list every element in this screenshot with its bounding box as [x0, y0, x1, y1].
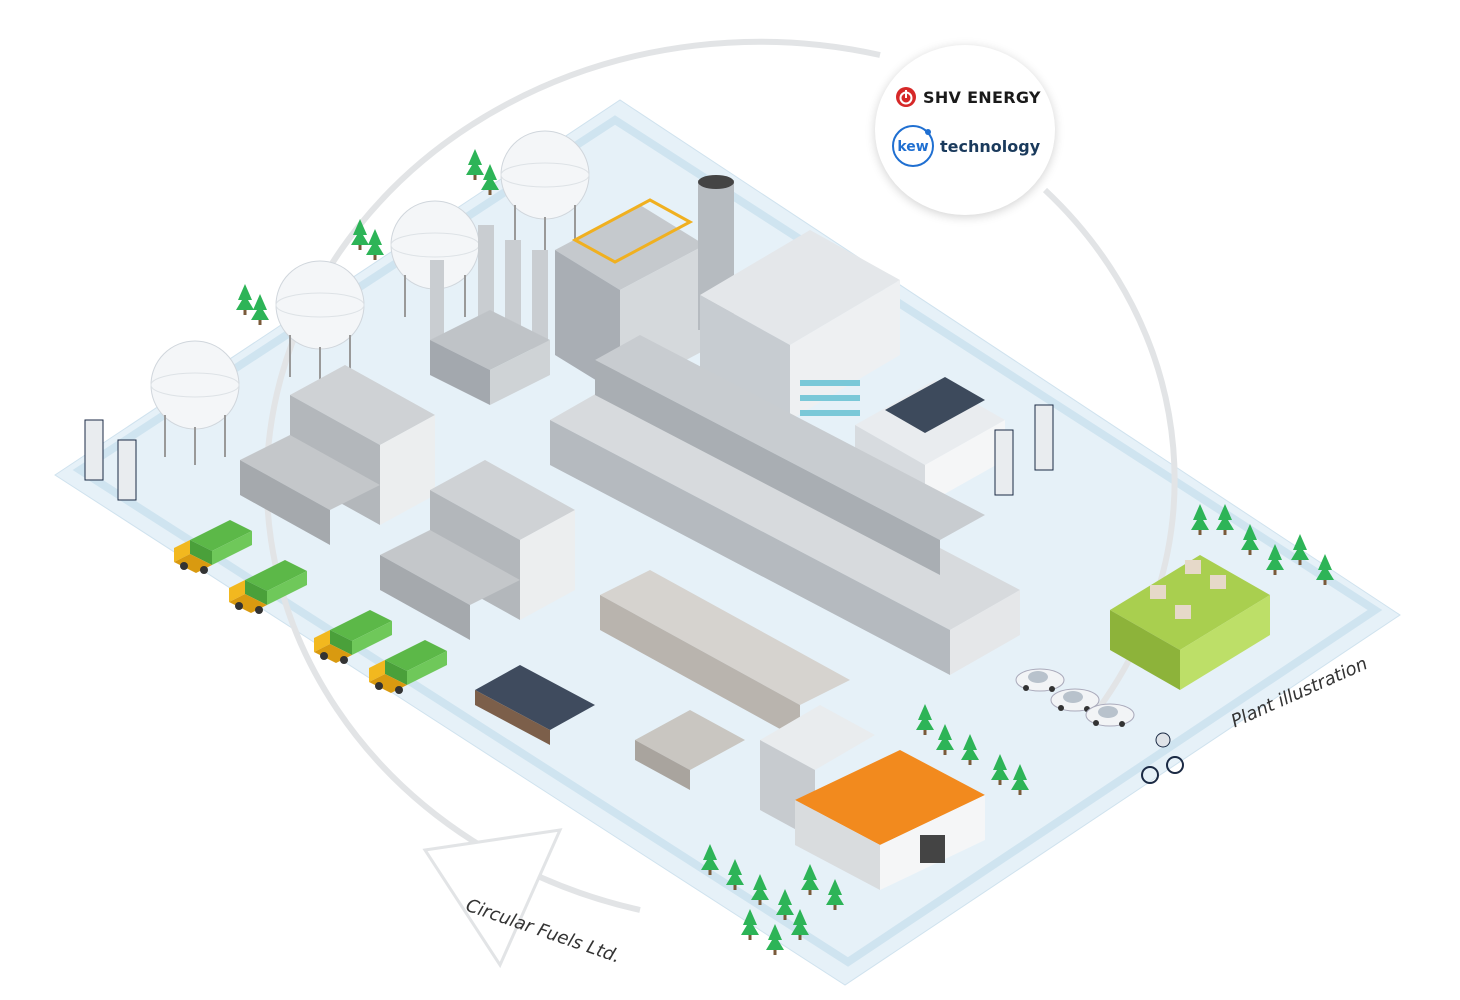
distillation-columns	[84, 404, 1054, 501]
lab-building	[475, 570, 850, 790]
shv-energy-logo: SHV ENERGY	[895, 85, 1041, 109]
arrow-head	[422, 828, 563, 969]
kew-badge-icon: kew	[892, 125, 934, 167]
kew-technology-logo: kew technology	[890, 124, 1040, 168]
office-building	[700, 230, 900, 420]
process-line	[550, 335, 1020, 675]
power-icon	[896, 87, 916, 107]
shv-energy-text: SHV ENERGY	[923, 87, 1041, 107]
warehouse-1	[240, 365, 435, 545]
orange-roof-building	[760, 705, 985, 890]
circular-arrow	[263, 38, 881, 913]
kew-badge-label: kew	[897, 139, 928, 155]
green-field	[1110, 555, 1270, 690]
technology-text: technology	[940, 136, 1041, 156]
warehouse-2	[380, 460, 575, 640]
cyclist	[1141, 732, 1184, 784]
